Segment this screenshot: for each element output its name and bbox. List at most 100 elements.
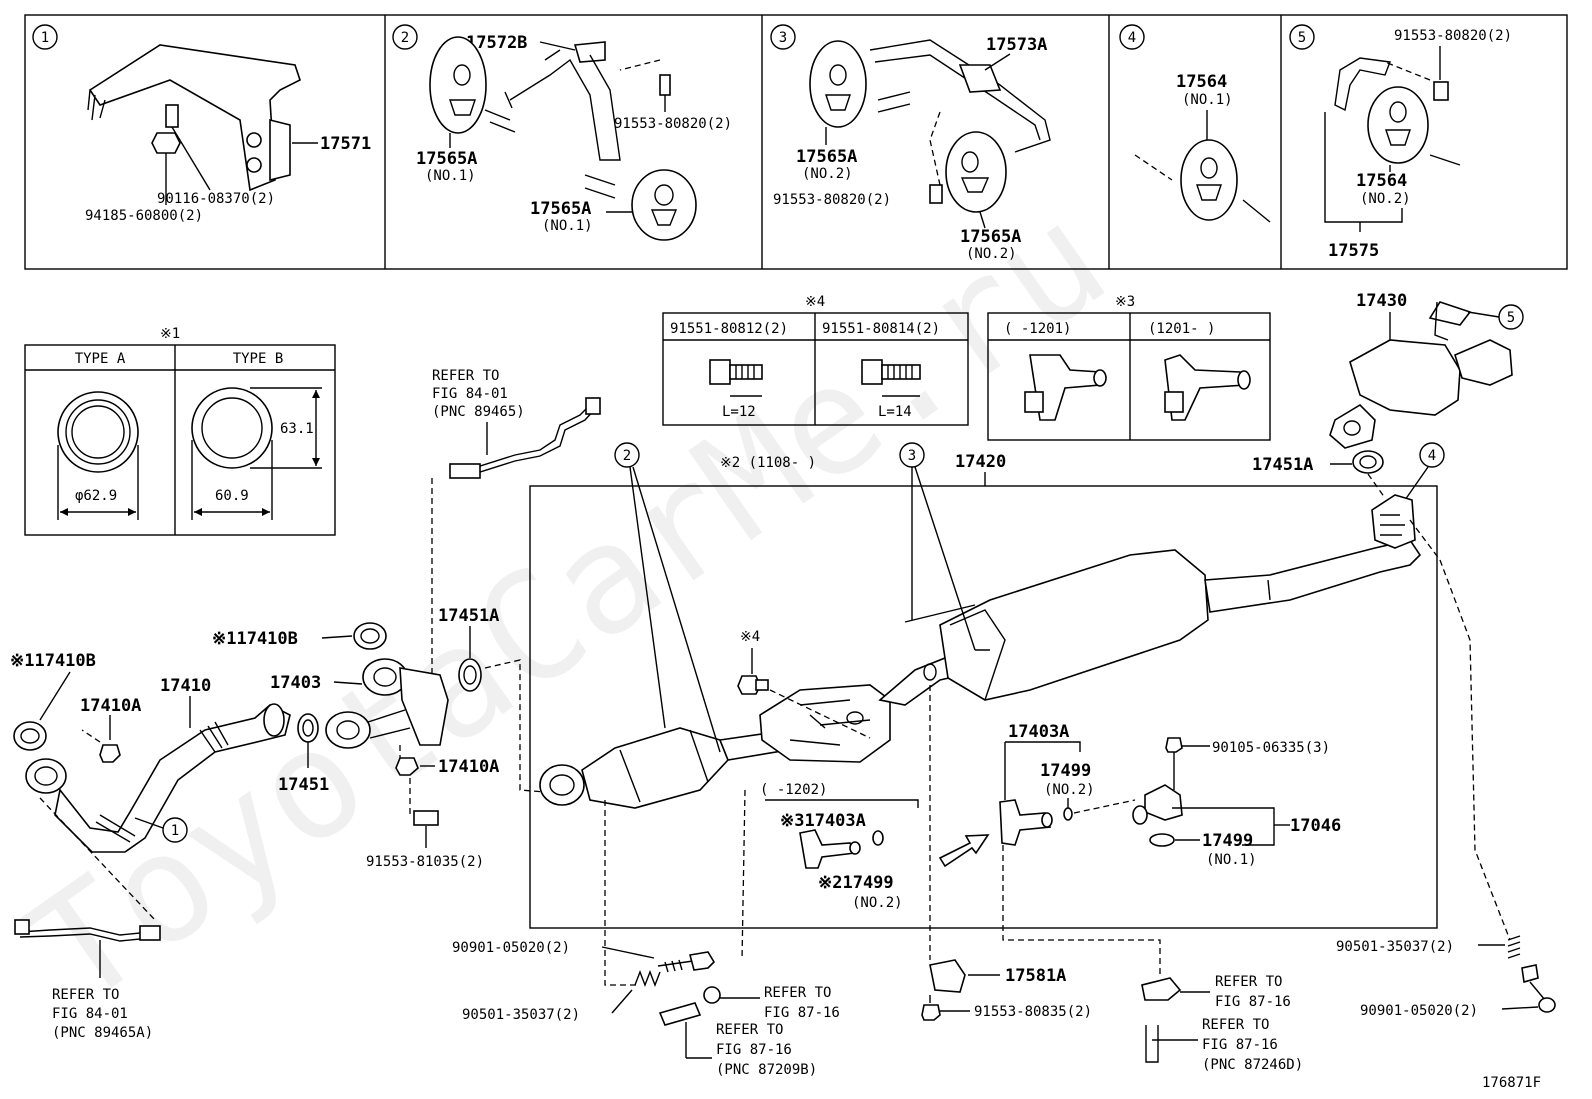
bottom-right-clamps: REFER TO FIG 87-16 REFER TO FIG 87-16 (P… — [1141, 974, 1303, 1073]
label-17410b-mid: ※117410B — [212, 629, 298, 649]
label-17573a: 17573A — [986, 35, 1047, 55]
muffler-center — [759, 684, 891, 763]
label-90501-left: 90501-35037(2) — [462, 1007, 580, 1023]
bolt-91553-p2 — [619, 59, 671, 112]
hanger-17564-no2 — [1367, 86, 1429, 164]
label-91553-80835: 91553-80835(2) — [974, 1004, 1092, 1020]
svg-text:REFER TO: REFER TO — [764, 985, 831, 1001]
label-17565a-p3-1: 17565A — [796, 147, 857, 167]
rear-flange-hanger: 4 — [1371, 442, 1511, 941]
svg-text:( -1202): ( -1202) — [760, 782, 827, 798]
svg-text:FIG 87-16: FIG 87-16 — [764, 1005, 840, 1021]
label-17564-no2: 17564 — [1356, 171, 1407, 191]
label-17499-no1: 17499 — [1202, 831, 1253, 851]
label-91553-p5: 91553-80820(2) — [1394, 28, 1512, 44]
svg-text:3: 3 — [779, 30, 787, 46]
svg-text:2: 2 — [401, 30, 409, 46]
panel-4: 4 17564 (NO.1) — [1119, 24, 1271, 223]
hanger-17565a-bottom — [631, 169, 697, 241]
svg-text:5: 5 — [1507, 310, 1515, 326]
bottom-right-fasteners: 90501-35037(2) 90901-05020(2) — [1336, 935, 1556, 1019]
pipe-17410-body — [25, 703, 291, 853]
hanger-17565a-top — [429, 36, 487, 134]
svg-text:2: 2 — [623, 448, 631, 464]
label-91553-p2: 91553-80820(2) — [614, 116, 732, 132]
gasket-type-a — [57, 391, 139, 520]
label-17046: 17046 — [1290, 816, 1341, 836]
pipe-variant-2 — [1164, 354, 1251, 421]
svg-text:REFER TO: REFER TO — [52, 987, 119, 1003]
bracket-17573a — [869, 39, 1051, 153]
panel-2: 2 17572B 17565A (NO.1) 91553-80820(2) — [392, 24, 732, 241]
col-type-a: TYPE A — [75, 351, 126, 367]
col-before-1201: ( -1201) — [1004, 321, 1071, 337]
bolt-91551-80814 — [861, 359, 921, 397]
qty-17565a-p3-1: (NO.2) — [802, 166, 853, 182]
svg-text:FIG 84-01: FIG 84-01 — [432, 386, 508, 402]
bracket-17572b — [504, 41, 621, 161]
dim-type-a: φ62.9 — [75, 488, 117, 504]
hanger-17564-no1 — [1180, 139, 1238, 221]
svg-text:FIG 87-16: FIG 87-16 — [716, 1042, 792, 1058]
label-90105: 90105-06335(3) — [1212, 740, 1330, 756]
svg-text:※1: ※1 — [160, 326, 180, 342]
hanger-17581a: 17581A 91553-80835(2) — [921, 959, 1092, 1021]
qty-17499-no1: (NO.1) — [1206, 852, 1257, 868]
svg-text:REFER TO: REFER TO — [1202, 1017, 1269, 1033]
gasket-17451a-right: 17451A — [1252, 450, 1386, 499]
label-17499-no2: 17499 — [1040, 761, 1091, 781]
pipe-variant-1 — [1024, 354, 1107, 421]
watermark: ToyotaCarMe.ru — [1, 172, 1136, 1040]
qty-17565a-p3-2: (NO.2) — [966, 246, 1017, 262]
qty-17564-no2: (NO.2) — [1360, 191, 1411, 207]
label-17565a-2: 17565A — [530, 199, 591, 219]
hanger-17565a-p3-top — [809, 40, 867, 128]
svg-text:※2 (1108- ): ※2 (1108- ) — [720, 455, 816, 471]
qty-17565a-1: (NO.1) — [425, 168, 476, 184]
label-17571: 17571 — [320, 134, 371, 154]
svg-text:※3: ※3 — [1115, 294, 1135, 310]
label-17410: 17410 — [160, 676, 211, 696]
qty-17499-small: (NO.2) — [852, 895, 903, 911]
svg-text:REFER TO: REFER TO — [432, 368, 499, 384]
label-17403a: 17403A — [1008, 722, 1069, 742]
label-17420: 17420 — [955, 452, 1006, 472]
svg-text:REFER TO: REFER TO — [1215, 974, 1282, 990]
bottom-left-fasteners: 90901-05020(2) 90501-35037(2) REFER TO F… — [452, 940, 840, 1078]
label-17572b: 17572B — [466, 33, 527, 53]
svg-text:1: 1 — [171, 823, 179, 839]
nut-94185 — [151, 132, 181, 205]
svg-text:(PNC 89465A): (PNC 89465A) — [52, 1025, 153, 1041]
label-17403: 17403 — [270, 673, 321, 693]
bolt-90116 — [165, 104, 211, 191]
svg-text:L=14: L=14 — [878, 404, 912, 420]
label-17499-small: ※217499 — [818, 873, 894, 893]
hanger-17565a-p3-bottom — [945, 131, 1007, 213]
panel-3: 3 17573A 17565A (NO.2) 91553-80820(2) 17… — [770, 24, 1051, 262]
top-panels — [24, 14, 1568, 270]
label-17581a: 17581A — [1005, 966, 1066, 986]
label-17410a-2: 17410A — [438, 757, 499, 777]
figure-code: 176871F — [1482, 1075, 1541, 1091]
svg-text:FIG 87-16: FIG 87-16 — [1215, 994, 1291, 1010]
label-91553-p3: 91553-80820(2) — [773, 192, 891, 208]
clamp-left — [658, 986, 721, 1026]
svg-text:(PNC 87246D): (PNC 87246D) — [1202, 1057, 1303, 1073]
flange-17403 — [325, 658, 449, 749]
label-17403a-small: ※317403A — [780, 811, 866, 831]
col-after-1201: (1201- ) — [1148, 321, 1215, 337]
col-91551-80814: 91551-80814(2) — [822, 321, 940, 337]
label-17575: 17575 — [1328, 241, 1379, 261]
svg-text:FIG 84-01: FIG 84-01 — [52, 1006, 128, 1022]
main-muffler — [939, 539, 1422, 701]
label-90501-right: 90501-35037(2) — [1336, 939, 1454, 955]
gasket-type-b — [191, 387, 322, 520]
label-17451a-mid: 17451A — [438, 606, 499, 626]
col-91551-80812: 91551-80812(2) — [670, 321, 788, 337]
bolt-90901-left — [657, 951, 716, 973]
bracket-17571 — [87, 44, 301, 192]
svg-text:1: 1 — [41, 30, 49, 46]
main-exhaust-assembly-17420: ※2 (1108- ) 17420 2 — [529, 442, 1438, 986]
bolt-91551-80812 — [709, 359, 763, 397]
oxygen-sensor-bottom: REFER TO FIG 84-01 (PNC 89465A) — [14, 919, 161, 1041]
